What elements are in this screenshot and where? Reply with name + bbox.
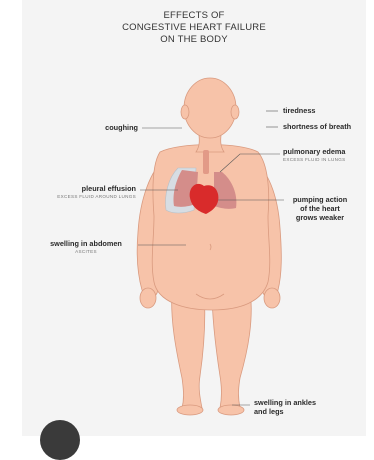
pumping-line-3: grows weaker bbox=[284, 213, 356, 222]
label-pulmonary-edema: pulmonary edema EXCESS FLUID IN LUNGS bbox=[283, 147, 345, 163]
head bbox=[184, 78, 236, 138]
ankles-line-1: swelling in ankles bbox=[254, 398, 316, 407]
left-ear bbox=[181, 105, 189, 119]
label-tiredness: tiredness bbox=[283, 106, 315, 115]
label-shortness-of-breath: shortness of breath bbox=[283, 122, 351, 131]
label-pleural-effusion: pleural effusion EXCESS FLUID AROUND LUN… bbox=[28, 184, 136, 200]
label-coughing: coughing bbox=[84, 123, 138, 132]
right-hand bbox=[264, 288, 280, 308]
infographic: EFFECTS OF CONGESTIVE HEART FAILURE ON T… bbox=[0, 0, 374, 436]
trachea bbox=[203, 150, 209, 174]
label-pumping-action: pumping action of the heart grows weaker bbox=[284, 195, 356, 222]
pulmonary-main: pulmonary edema bbox=[283, 147, 345, 156]
body-figure bbox=[137, 78, 281, 415]
left-hand bbox=[140, 288, 156, 308]
right-ear bbox=[231, 105, 239, 119]
corner-circle-overlay bbox=[40, 420, 80, 460]
pleural-main: pleural effusion bbox=[28, 184, 136, 193]
pleural-sub: EXCESS FLUID AROUND LUNGS bbox=[28, 193, 136, 200]
label-swelling-abdomen: swelling in abdomen ASCITES bbox=[40, 239, 132, 255]
right-foot bbox=[218, 405, 244, 415]
pumping-line-2: of the heart bbox=[284, 204, 356, 213]
pumping-line-1: pumping action bbox=[284, 195, 356, 204]
pulmonary-sub: EXCESS FLUID IN LUNGS bbox=[283, 156, 345, 163]
label-swelling-ankles: swelling in ankles and legs bbox=[254, 398, 316, 416]
abdomen-main: swelling in abdomen bbox=[40, 239, 132, 248]
abdomen-sub: ASCITES bbox=[40, 248, 132, 255]
ankles-line-2: and legs bbox=[254, 407, 316, 416]
left-foot bbox=[177, 405, 203, 415]
torso bbox=[152, 145, 270, 311]
